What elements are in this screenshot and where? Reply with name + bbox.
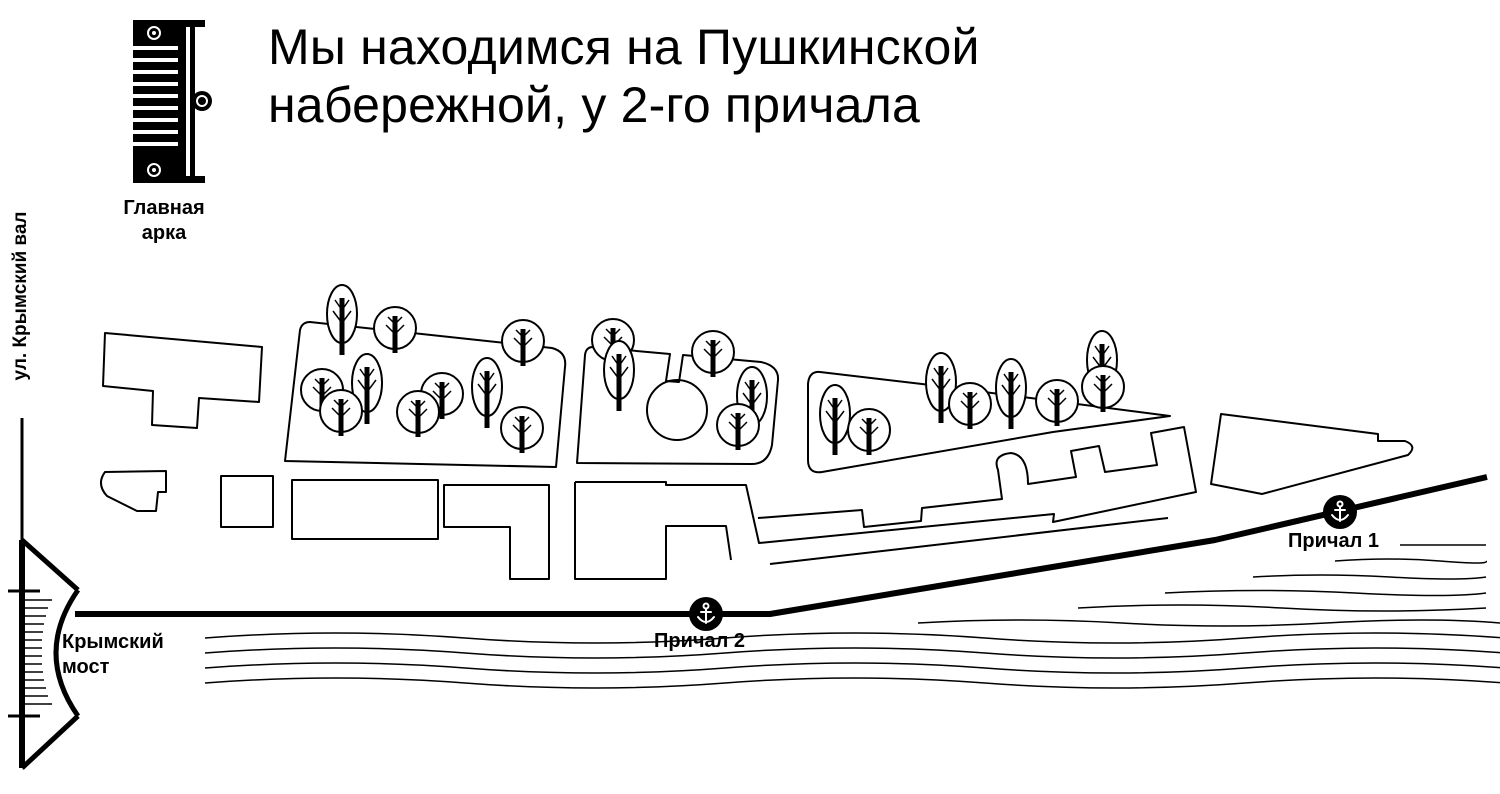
trees — [301, 285, 1124, 455]
pier1-anchor-icon[interactable] — [1322, 494, 1358, 530]
building-outlines — [100, 321, 1414, 580]
bridge-label: Крымский мост — [62, 630, 164, 680]
main-arch-label-line1: Главная — [123, 197, 205, 219]
pier2-label[interactable]: Причал 2 — [654, 630, 746, 652]
main-arch-icon — [133, 20, 212, 183]
river-waves — [204, 544, 1500, 689]
street-label-text: ул. Крымский вал — [10, 211, 31, 381]
page-title: Мы находимся на Пушкинской набережной, у… — [268, 18, 980, 134]
street-label: ул. Крымский вал — [6, 186, 36, 406]
main-arch-label: Главная арка — [104, 196, 224, 246]
embankment-line — [75, 474, 1488, 617]
main-arch-label-line2: арка — [141, 222, 187, 244]
bridge-label-line2: мост — [62, 656, 110, 678]
title-line1: Мы находимся на Пушкинской — [268, 19, 980, 75]
title-line2: набережной, у 2-го причала — [268, 77, 920, 133]
bridge-icon — [8, 538, 81, 770]
pier1-label[interactable]: Причал 1 — [1288, 530, 1380, 552]
bridge-label-line1: Крымский — [62, 631, 164, 653]
pier2-anchor-icon[interactable] — [688, 596, 724, 632]
